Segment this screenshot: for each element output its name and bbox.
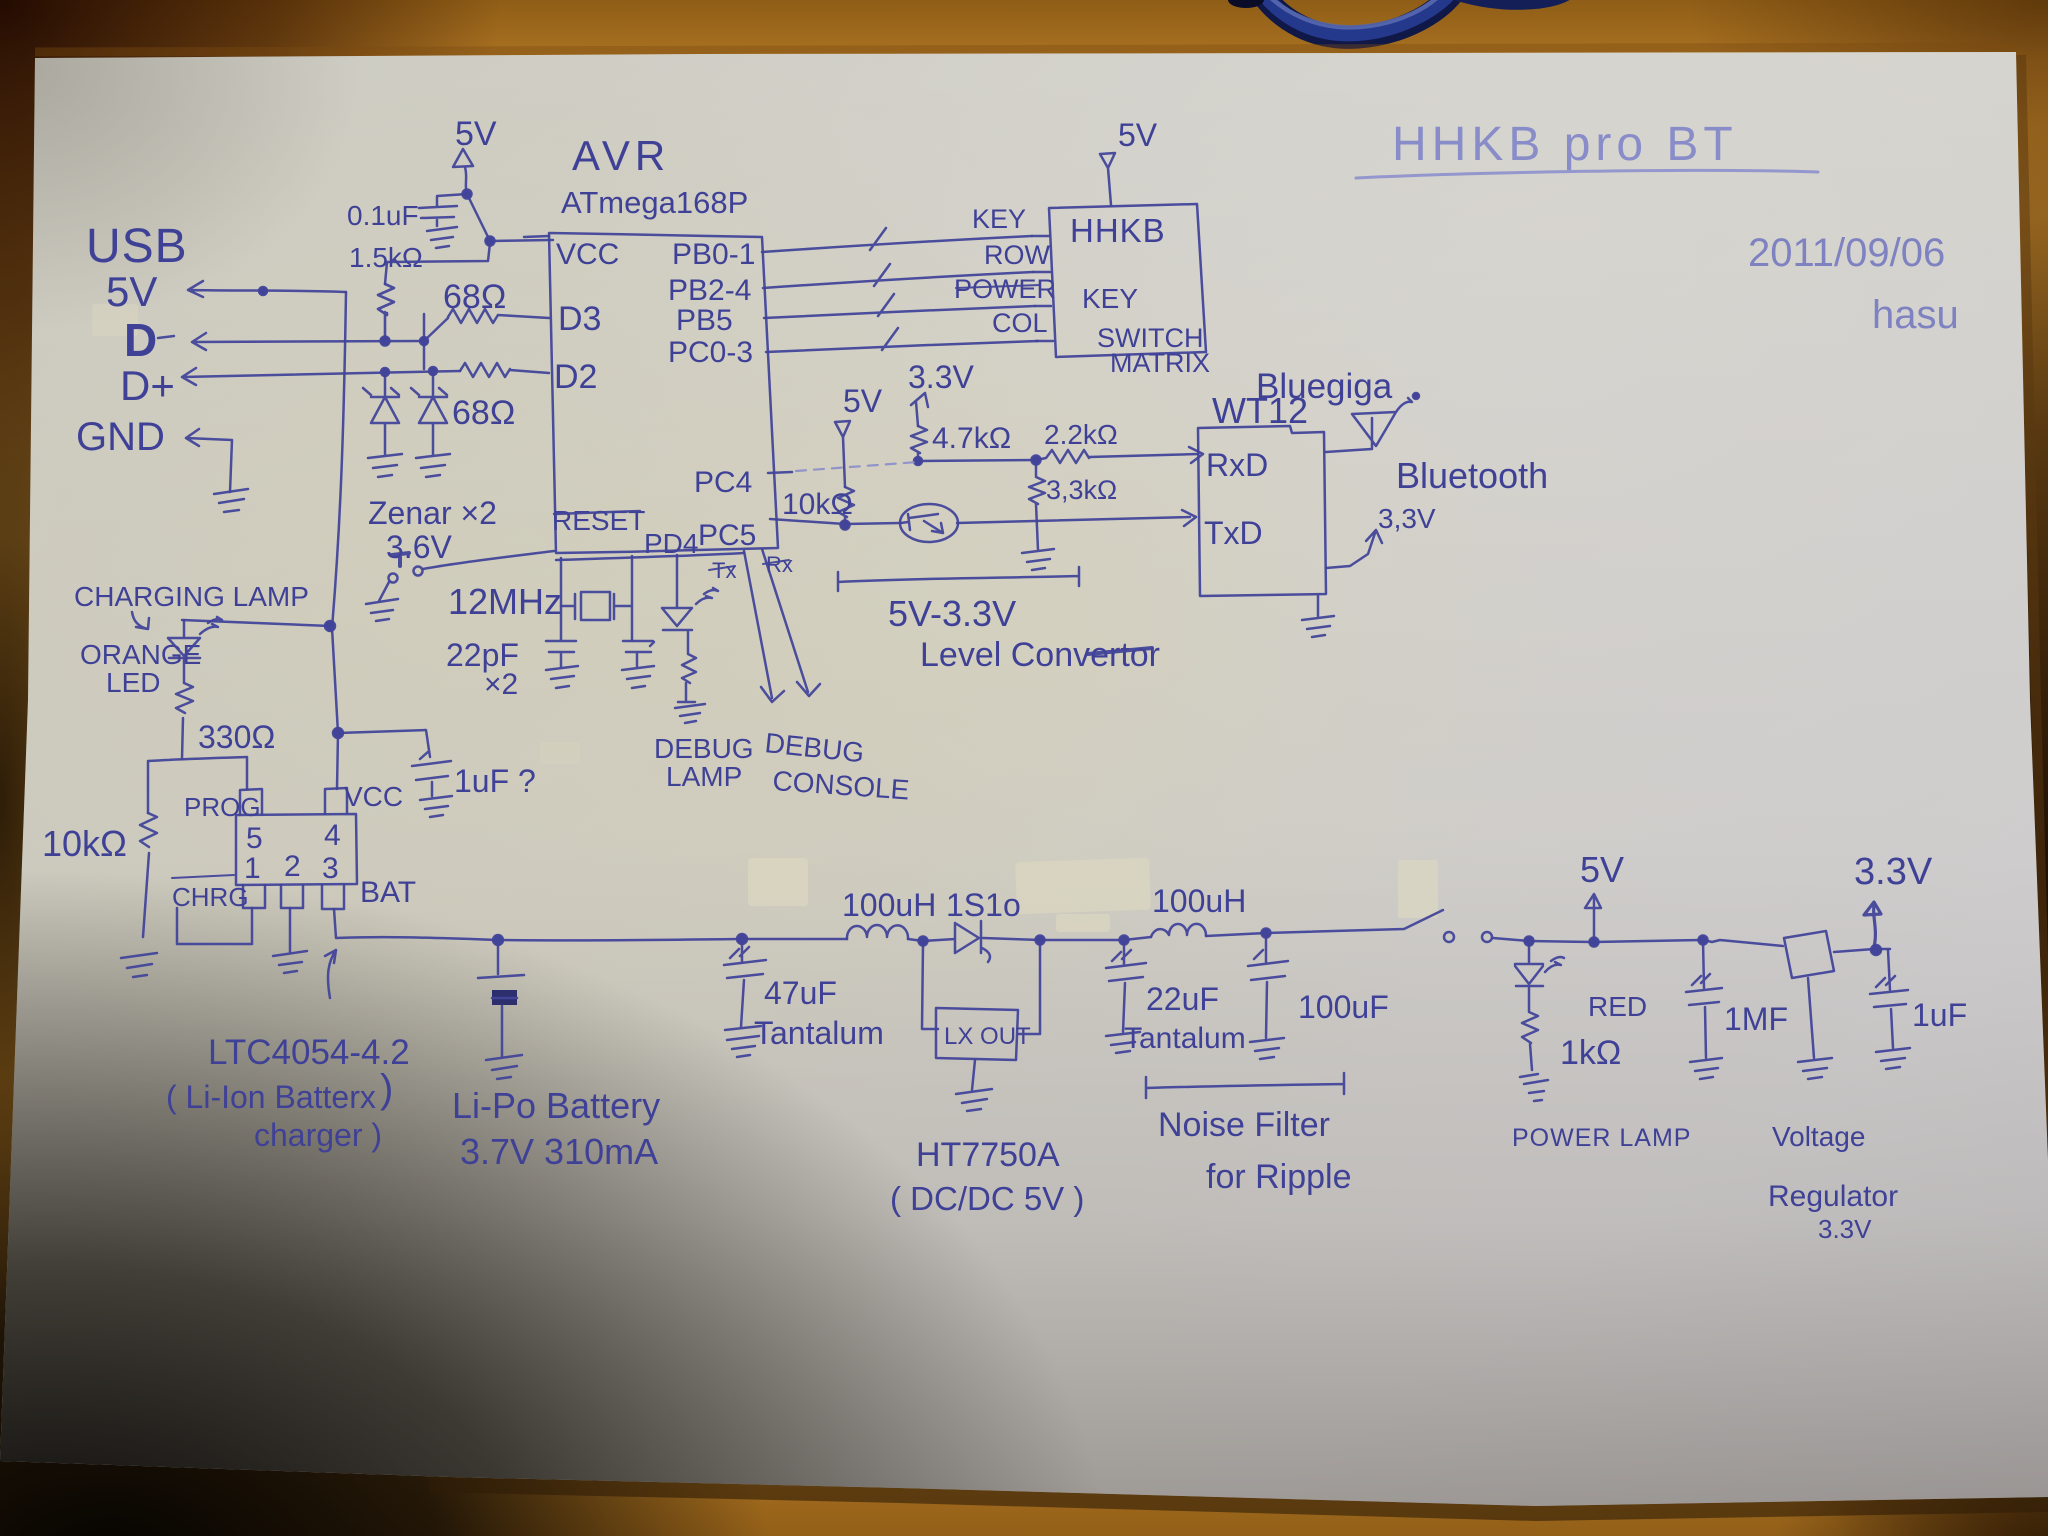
svg-text:Level Convertor: Level Convertor <box>920 636 1160 674</box>
svg-text:5V: 5V <box>1580 849 1624 890</box>
svg-text:AVR: AVR <box>572 132 670 179</box>
svg-text:COL: COL <box>992 308 1048 338</box>
svg-text:1uF: 1uF <box>1912 997 1967 1033</box>
svg-text:Bluetooth: Bluetooth <box>1396 455 1548 496</box>
svg-text:12MHz: 12MHz <box>448 581 562 622</box>
svg-text:SWITCH: SWITCH <box>1097 323 1203 353</box>
svg-text:LX OUT: LX OUT <box>944 1023 1031 1050</box>
svg-text:HHKB: HHKB <box>1070 212 1166 249</box>
svg-text:Regulator: Regulator <box>1768 1180 1898 1213</box>
svg-text:TxD: TxD <box>1204 515 1263 551</box>
svg-text:22pF: 22pF <box>446 637 519 673</box>
svg-text:1S1o: 1S1o <box>946 887 1021 923</box>
svg-text:ATmega168P: ATmega168P <box>561 185 748 220</box>
svg-text:3.7V 310mA: 3.7V 310mA <box>460 1131 658 1172</box>
svg-text:ROW: ROW <box>984 240 1051 270</box>
svg-text:D3: D3 <box>558 300 601 338</box>
svg-text:CHARGING LAMP: CHARGING LAMP <box>74 581 309 612</box>
svg-text:3.3V: 3.3V <box>908 359 974 395</box>
svg-text:KEY: KEY <box>972 204 1026 234</box>
svg-text:10kΩ: 10kΩ <box>782 488 853 521</box>
svg-text:Noise Filter: Noise Filter <box>1158 1106 1330 1144</box>
svg-text:100uF: 100uF <box>1298 989 1389 1025</box>
svg-text:Tx: Tx <box>712 558 736 583</box>
svg-text:2.2kΩ: 2.2kΩ <box>1044 419 1118 450</box>
svg-text:VCC: VCC <box>344 781 403 812</box>
svg-text:5: 5 <box>246 822 263 855</box>
svg-text:VCC: VCC <box>556 238 619 271</box>
svg-text:PD4: PD4 <box>644 528 698 559</box>
svg-text:5V-3.3V: 5V-3.3V <box>888 593 1016 634</box>
svg-text:RxD: RxD <box>1206 447 1268 483</box>
svg-text:PC0-3: PC0-3 <box>668 336 753 369</box>
svg-text:charger ): charger ) <box>254 1117 382 1153</box>
svg-text:PB0-1: PB0-1 <box>672 238 755 271</box>
svg-text:PC4: PC4 <box>694 466 752 499</box>
svg-text:D+: D+ <box>120 362 175 409</box>
svg-text:68Ω: 68Ω <box>452 394 515 432</box>
svg-text:4.7kΩ: 4.7kΩ <box>932 422 1011 455</box>
svg-text:CHRG: CHRG <box>172 882 249 912</box>
svg-text:USB: USB <box>86 220 188 273</box>
svg-text:2: 2 <box>284 850 301 883</box>
svg-text:Zenar ×2: Zenar ×2 <box>368 495 497 531</box>
svg-text:PB5: PB5 <box>676 304 733 337</box>
svg-text:D2: D2 <box>554 358 597 396</box>
svg-text:5V: 5V <box>106 268 157 315</box>
svg-text:KEY: KEY <box>1082 283 1138 314</box>
svg-text:LED: LED <box>106 667 160 698</box>
svg-text:Tantalum: Tantalum <box>1124 1022 1246 1055</box>
svg-text:PROG: PROG <box>184 792 261 822</box>
svg-text:for Ripple: for Ripple <box>1206 1158 1352 1196</box>
svg-text:10kΩ: 10kΩ <box>42 823 127 864</box>
svg-text:5V: 5V <box>1118 117 1158 153</box>
svg-text:Tantalum: Tantalum <box>754 1015 884 1051</box>
svg-text:( Li-Ion Batterx: ( Li-Ion Batterx <box>166 1079 376 1115</box>
svg-text:0.1uF: 0.1uF <box>347 200 419 231</box>
svg-text:PB2-4: PB2-4 <box>668 274 751 307</box>
svg-text:WT12: WT12 <box>1212 390 1308 431</box>
svg-text:( DC/DC 5V ): ( DC/DC 5V ) <box>890 1180 1084 1217</box>
svg-text:4: 4 <box>324 819 341 852</box>
svg-text:1MF: 1MF <box>1724 1001 1788 1037</box>
svg-text:GND: GND <box>76 415 165 459</box>
svg-text:POWER: POWER <box>954 274 1056 304</box>
svg-text:Bluegiga: Bluegiga <box>1256 367 1393 406</box>
svg-text:5V: 5V <box>455 115 497 153</box>
svg-text:3.3V: 3.3V <box>1854 851 1933 893</box>
svg-text:D: D <box>124 314 157 366</box>
svg-text:47uF: 47uF <box>764 975 837 1011</box>
svg-text:LTC4054-4.2: LTC4054-4.2 <box>208 1033 410 1072</box>
svg-text:1: 1 <box>244 852 261 885</box>
svg-text:3.6V: 3.6V <box>386 529 452 565</box>
svg-text:22uF: 22uF <box>1146 981 1219 1017</box>
svg-text:3.3V: 3.3V <box>1818 1214 1872 1244</box>
svg-text:5V: 5V <box>843 383 883 419</box>
svg-text:100uH: 100uH <box>1152 883 1246 919</box>
svg-text:hasu: hasu <box>1872 293 1959 337</box>
svg-text:HHKB pro BT: HHKB pro BT <box>1392 118 1738 171</box>
svg-text:Voltage: Voltage <box>1772 1121 1865 1152</box>
svg-text:×2: ×2 <box>484 668 518 701</box>
svg-text:Rx: Rx <box>766 552 793 577</box>
svg-text:RESET: RESET <box>552 505 645 536</box>
svg-text:RED: RED <box>1588 991 1647 1022</box>
svg-text:PC5: PC5 <box>698 519 756 552</box>
svg-text:3,3kΩ: 3,3kΩ <box>1046 475 1117 505</box>
svg-text:3,3V: 3,3V <box>1378 503 1436 534</box>
svg-text:MATRIX: MATRIX <box>1110 348 1210 378</box>
svg-text:): ) <box>380 1067 393 1111</box>
svg-text:Li-Po Battery: Li-Po Battery <box>452 1085 660 1126</box>
svg-text:LAMP: LAMP <box>666 761 742 792</box>
svg-text:1kΩ: 1kΩ <box>1560 1034 1621 1072</box>
svg-text:BAT: BAT <box>360 876 416 909</box>
svg-text:HT7750A: HT7750A <box>916 1136 1060 1174</box>
svg-text:100uH: 100uH <box>842 887 936 923</box>
svg-text:POWER LAMP: POWER LAMP <box>1512 1124 1691 1152</box>
svg-text:1uF ?: 1uF ? <box>454 763 536 799</box>
svg-text:3: 3 <box>322 852 339 885</box>
svg-text:2011/09/06: 2011/09/06 <box>1748 231 1945 275</box>
svg-text:DEBUG: DEBUG <box>654 733 754 764</box>
svg-text:330Ω: 330Ω <box>198 719 275 755</box>
